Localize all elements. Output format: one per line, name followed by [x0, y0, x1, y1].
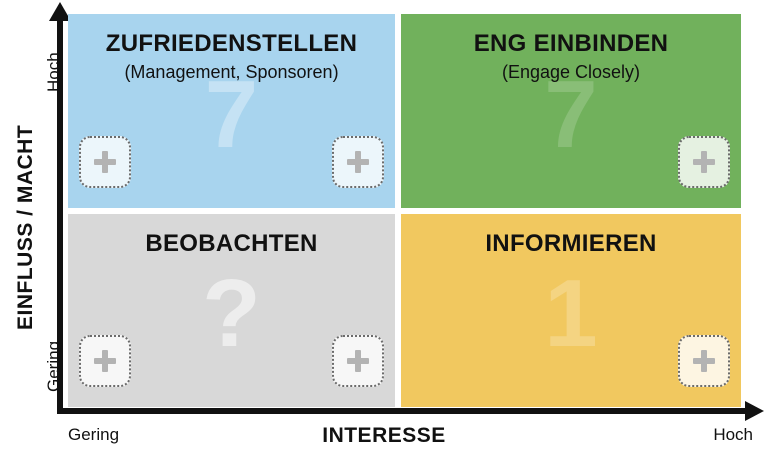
y-axis-high-label: Hoch [44, 52, 63, 92]
matrix-grid: 7 ZUFRIEDENSTELLEN (Management, Sponsore… [68, 14, 741, 407]
dropzone-add-stakeholder[interactable] [79, 136, 131, 188]
arrow-right-icon [745, 401, 764, 421]
watermark-glyph: ? [202, 260, 261, 368]
plus-icon [693, 350, 715, 372]
x-axis-title: INTERESSE [322, 424, 446, 447]
dropzone-add-stakeholder[interactable] [678, 335, 730, 387]
dropzone-add-stakeholder[interactable] [678, 136, 730, 188]
plus-icon [94, 350, 116, 372]
quadrant-heading: INFORMIEREN [485, 230, 657, 257]
quadrant-zufriedenstellen[interactable]: 7 ZUFRIEDENSTELLEN (Management, Sponsore… [68, 14, 395, 208]
x-axis-line [57, 408, 749, 414]
plus-icon [693, 151, 715, 173]
x-axis-low-label: Gering [68, 425, 120, 444]
dropzone-add-stakeholder[interactable] [79, 335, 131, 387]
dropzone-add-stakeholder[interactable] [332, 136, 384, 188]
dropzone-add-stakeholder[interactable] [332, 335, 384, 387]
y-axis-low-label: Gering [44, 340, 63, 392]
quadrant-informieren[interactable]: 1 INFORMIEREN [401, 214, 741, 407]
plus-icon [347, 151, 369, 173]
quadrant-subtitle: (Engage Closely) [501, 62, 641, 82]
quadrant-heading: ENG EINBINDEN [473, 30, 669, 57]
watermark-glyph: 1 [544, 260, 598, 368]
quadrant-heading: BEOBACHTEN [145, 230, 318, 257]
quadrant-eng-einbinden[interactable]: 7 ENG EINBINDEN (Engage Closely) [401, 14, 741, 208]
plus-icon [94, 151, 116, 173]
quadrant-subtitle: (Management, Sponsoren) [124, 62, 339, 82]
quadrant-heading: ZUFRIEDENSTELLEN [105, 30, 358, 57]
x-axis-high-label: Hoch [713, 425, 753, 444]
arrow-up-icon [49, 2, 71, 21]
y-axis-line [57, 18, 63, 414]
y-axis-title: EINFLUSS / MACHT [14, 124, 37, 330]
quadrant-beobachten[interactable]: ? BEOBACHTEN [68, 214, 395, 407]
plus-icon [347, 350, 369, 372]
